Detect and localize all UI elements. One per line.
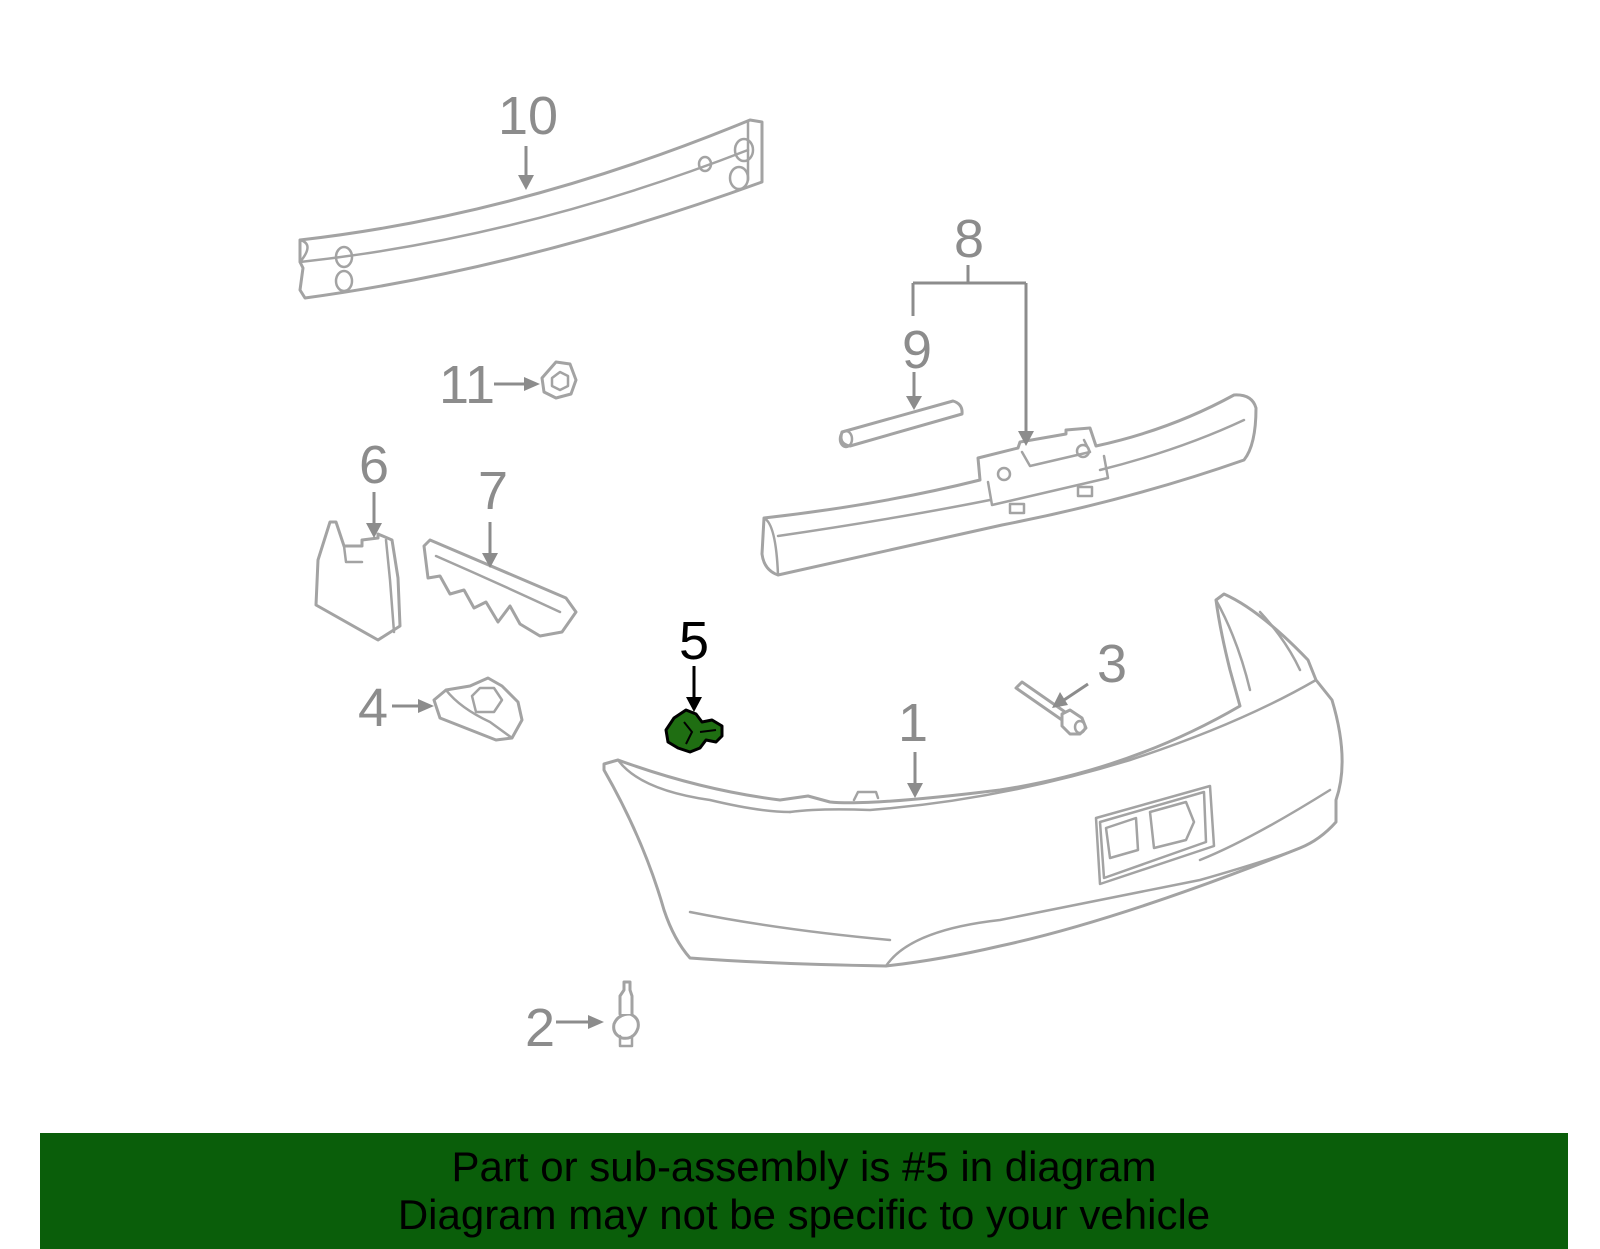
- part-3-screw: [1014, 680, 1088, 736]
- part-9-rod: [838, 399, 964, 449]
- part-8-energy-absorber: [760, 393, 1258, 577]
- part-11-nut: [540, 360, 578, 400]
- svg-text:2: 2: [525, 998, 555, 1058]
- callout-7: 7: [478, 461, 508, 568]
- part-4-bracket: [432, 676, 524, 742]
- part-7-retainer: [422, 538, 578, 638]
- svg-text:4: 4: [358, 678, 388, 738]
- callout-3: 3: [1052, 634, 1127, 708]
- part-6-bracket: [314, 520, 402, 642]
- svg-text:5: 5: [679, 611, 709, 671]
- callout-1: 1: [898, 693, 928, 798]
- part-10-reinforcement-bar: [298, 118, 764, 300]
- svg-text:9: 9: [902, 320, 932, 380]
- part-5-clip-highlighted: [664, 708, 724, 754]
- banner-line-part-number: Part or sub-assembly is #5 in diagram: [451, 1143, 1157, 1190]
- svg-text:1: 1: [898, 693, 928, 753]
- callout-10: 10: [498, 86, 558, 190]
- svg-text:11: 11: [439, 355, 495, 415]
- callout-8: 8: [911, 209, 1034, 446]
- part-1-bumper-cover: [602, 592, 1344, 968]
- callout-4: 4: [358, 678, 434, 738]
- callout-11: 11: [439, 355, 540, 415]
- callout-6: 6: [359, 435, 389, 538]
- svg-text:10: 10: [498, 86, 558, 146]
- callout-5[interactable]: 5: [679, 611, 709, 712]
- callout-2: 2: [525, 998, 604, 1058]
- info-banner: Part or sub-assembly is #5 in diagram Di…: [40, 1133, 1568, 1249]
- callout-9: 9: [902, 320, 932, 410]
- svg-text:7: 7: [478, 461, 508, 521]
- banner-line-disclaimer: Diagram may not be specific to your vehi…: [397, 1191, 1211, 1238]
- svg-text:8: 8: [954, 209, 984, 269]
- svg-text:6: 6: [359, 435, 389, 495]
- svg-text:3: 3: [1097, 634, 1127, 694]
- part-2-fastener: [612, 980, 640, 1048]
- highlight-fill: [664, 708, 724, 754]
